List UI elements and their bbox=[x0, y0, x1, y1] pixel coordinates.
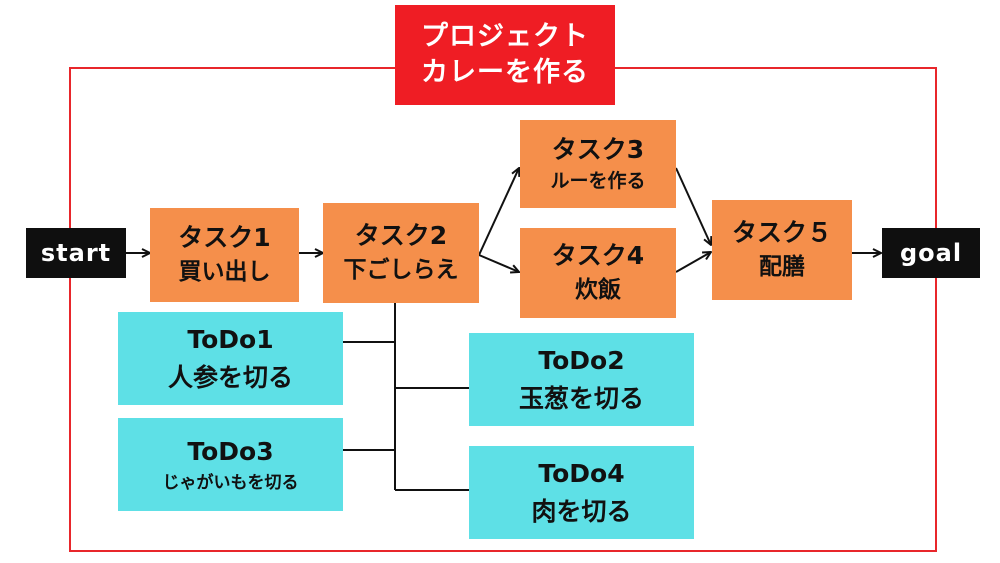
task-2-desc: 下ごしらえ bbox=[343, 257, 459, 284]
task-5: タスク５ 配膳 bbox=[712, 200, 852, 300]
project-title-line1: プロジェクト bbox=[421, 20, 589, 52]
todo-4-name: ToDo4 bbox=[538, 459, 625, 488]
todo-2: ToDo2 玉葱を切る bbox=[469, 333, 694, 426]
arrow-task2-task3 bbox=[478, 168, 519, 256]
task-1-name: タスク1 bbox=[178, 223, 271, 253]
todo-branch-lines bbox=[343, 303, 469, 491]
project-title-line2: カレーを作る bbox=[421, 57, 589, 88]
todo-4-desc: 肉を切る bbox=[531, 496, 632, 526]
task-2-name: タスク2 bbox=[354, 221, 448, 251]
task-3-name: タスク3 bbox=[551, 135, 645, 165]
task-3: タスク3 ルーを作る bbox=[520, 120, 676, 208]
arrow-task2-task4 bbox=[478, 254, 519, 272]
todo-3-name: ToDo3 bbox=[187, 437, 274, 466]
arrow-task4-task5 bbox=[675, 252, 711, 273]
todo-3-desc: じゃがいもを切る bbox=[162, 472, 299, 493]
task-4: タスク4 炊飯 bbox=[520, 228, 676, 318]
task-1: タスク1 買い出し bbox=[150, 208, 299, 302]
task-4-name: タスク4 bbox=[551, 241, 645, 271]
todo-3: ToDo3 じゃがいもを切る bbox=[118, 418, 343, 511]
start-node: start bbox=[26, 228, 126, 278]
task-5-desc: 配膳 bbox=[759, 254, 805, 281]
todo-2-desc: 玉葱を切る bbox=[518, 383, 644, 413]
todo-1-name: ToDo1 bbox=[187, 325, 274, 354]
todo-2-name: ToDo2 bbox=[538, 346, 625, 375]
arrow-task3-task5 bbox=[675, 167, 711, 245]
goal-node: goal bbox=[882, 228, 980, 278]
task-2: タスク2 下ごしらえ bbox=[323, 203, 479, 303]
task-3-desc: ルーを作る bbox=[550, 170, 646, 193]
task-5-name: タスク５ bbox=[731, 218, 832, 248]
task-4-desc: 炊飯 bbox=[575, 277, 621, 304]
todo-4: ToDo4 肉を切る bbox=[469, 446, 694, 539]
task-1-desc: 買い出し bbox=[178, 259, 271, 286]
todo-1: ToDo1 人参を切る bbox=[118, 312, 343, 405]
todo-1-desc: 人参を切る bbox=[167, 362, 293, 392]
project-title: プロジェクト カレーを作る bbox=[395, 5, 615, 105]
